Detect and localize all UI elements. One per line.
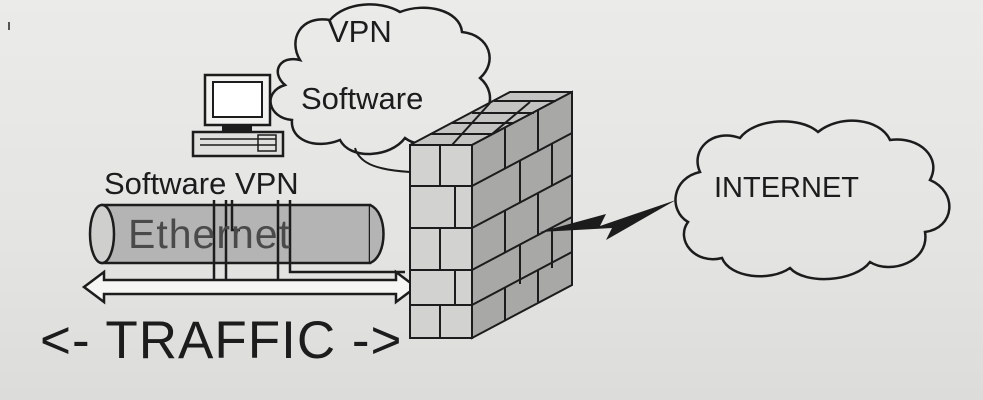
cloud-connector-line xyxy=(354,147,411,173)
software-vpn-label: Software VPN xyxy=(104,166,299,201)
ethernet-label: Ethernet xyxy=(128,211,291,257)
firewall-icon xyxy=(409,90,573,340)
vpn-cloud-subtitle: Software xyxy=(301,81,424,116)
computer-icon xyxy=(191,73,285,158)
traffic-label: <- TRAFFIC -> xyxy=(40,311,403,370)
vpn-cloud-title: VPN xyxy=(328,14,392,49)
ethernet-pipe xyxy=(88,203,385,265)
internet-cloud-icon xyxy=(674,119,951,281)
double-arrow-icon xyxy=(81,269,419,305)
lightning-bolt-icon xyxy=(540,200,676,240)
internet-label: INTERNET xyxy=(714,172,859,204)
